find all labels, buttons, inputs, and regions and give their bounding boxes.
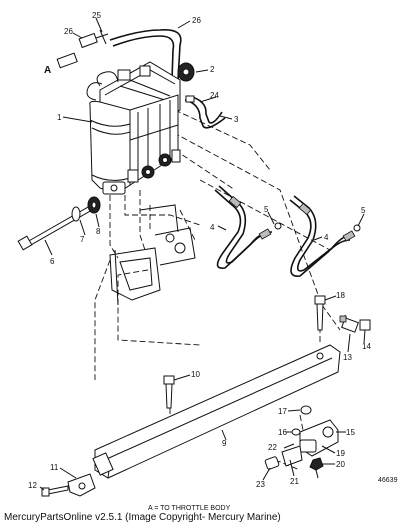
callout-18: 18 bbox=[336, 291, 345, 300]
callout-17: 17 bbox=[278, 407, 287, 416]
figure-id: 46639 bbox=[378, 477, 398, 484]
callout-1: 1 bbox=[57, 113, 62, 122]
bolt-part-18 bbox=[314, 295, 326, 331]
callout-10: 10 bbox=[191, 370, 200, 379]
elbow-hose-part-3 bbox=[184, 95, 226, 129]
caption-throttle-body: A = TO THROTTLE BODY bbox=[148, 505, 231, 512]
callout-16: 16 bbox=[278, 428, 287, 437]
callout-4a: 4 bbox=[210, 223, 215, 232]
callout-19: 19 bbox=[336, 449, 345, 458]
marker-a: A bbox=[44, 65, 51, 76]
callout-8: 8 bbox=[96, 227, 101, 236]
footer-copyright: MercuryPartsOnline v2.5.1 (Image Copyrig… bbox=[4, 512, 281, 523]
pressure-regulator-assembly bbox=[264, 405, 339, 479]
screw-part-10 bbox=[163, 375, 175, 409]
fuel-line-part-4-left bbox=[214, 185, 282, 269]
grommet-part-2 bbox=[177, 62, 195, 82]
callout-14: 14 bbox=[362, 342, 371, 351]
sensor-part-13 bbox=[339, 315, 371, 333]
callout-13: 13 bbox=[343, 353, 352, 362]
callout-23: 23 bbox=[256, 480, 265, 489]
callout-5a: 5 bbox=[264, 205, 269, 214]
callout-20: 20 bbox=[336, 460, 345, 469]
bracket-part-11 bbox=[41, 473, 96, 497]
callout-24: 24 bbox=[210, 91, 219, 100]
bolt-part-6 bbox=[17, 196, 101, 251]
fuel-line-part-4-right bbox=[289, 195, 361, 277]
fuel-rail-part-9 bbox=[92, 344, 341, 479]
callout-5b: 5 bbox=[361, 206, 366, 215]
callout-4b: 4 bbox=[324, 233, 329, 242]
engine-bracket bbox=[109, 204, 196, 306]
callout-9: 9 bbox=[222, 439, 227, 448]
hose-assembly-25-26 bbox=[56, 28, 182, 81]
callout-25: 25 bbox=[92, 11, 101, 20]
callout-21: 21 bbox=[290, 477, 299, 486]
callout-2: 2 bbox=[210, 65, 215, 74]
callout-26b: 26 bbox=[192, 16, 201, 25]
callout-3: 3 bbox=[234, 115, 239, 124]
callout-12: 12 bbox=[28, 481, 37, 490]
fuel-module-part-1 bbox=[86, 61, 181, 195]
callout-6: 6 bbox=[50, 257, 55, 266]
callout-labels: 1 2 3 4 4 5 5 6 7 8 9 10 11 12 13 14 15 … bbox=[28, 11, 371, 490]
callout-11: 11 bbox=[50, 463, 59, 472]
callout-7: 7 bbox=[80, 235, 85, 244]
leader-lines bbox=[39, 17, 366, 491]
callout-26a: 26 bbox=[64, 27, 73, 36]
callout-15: 15 bbox=[346, 428, 355, 437]
callout-22: 22 bbox=[268, 443, 277, 452]
